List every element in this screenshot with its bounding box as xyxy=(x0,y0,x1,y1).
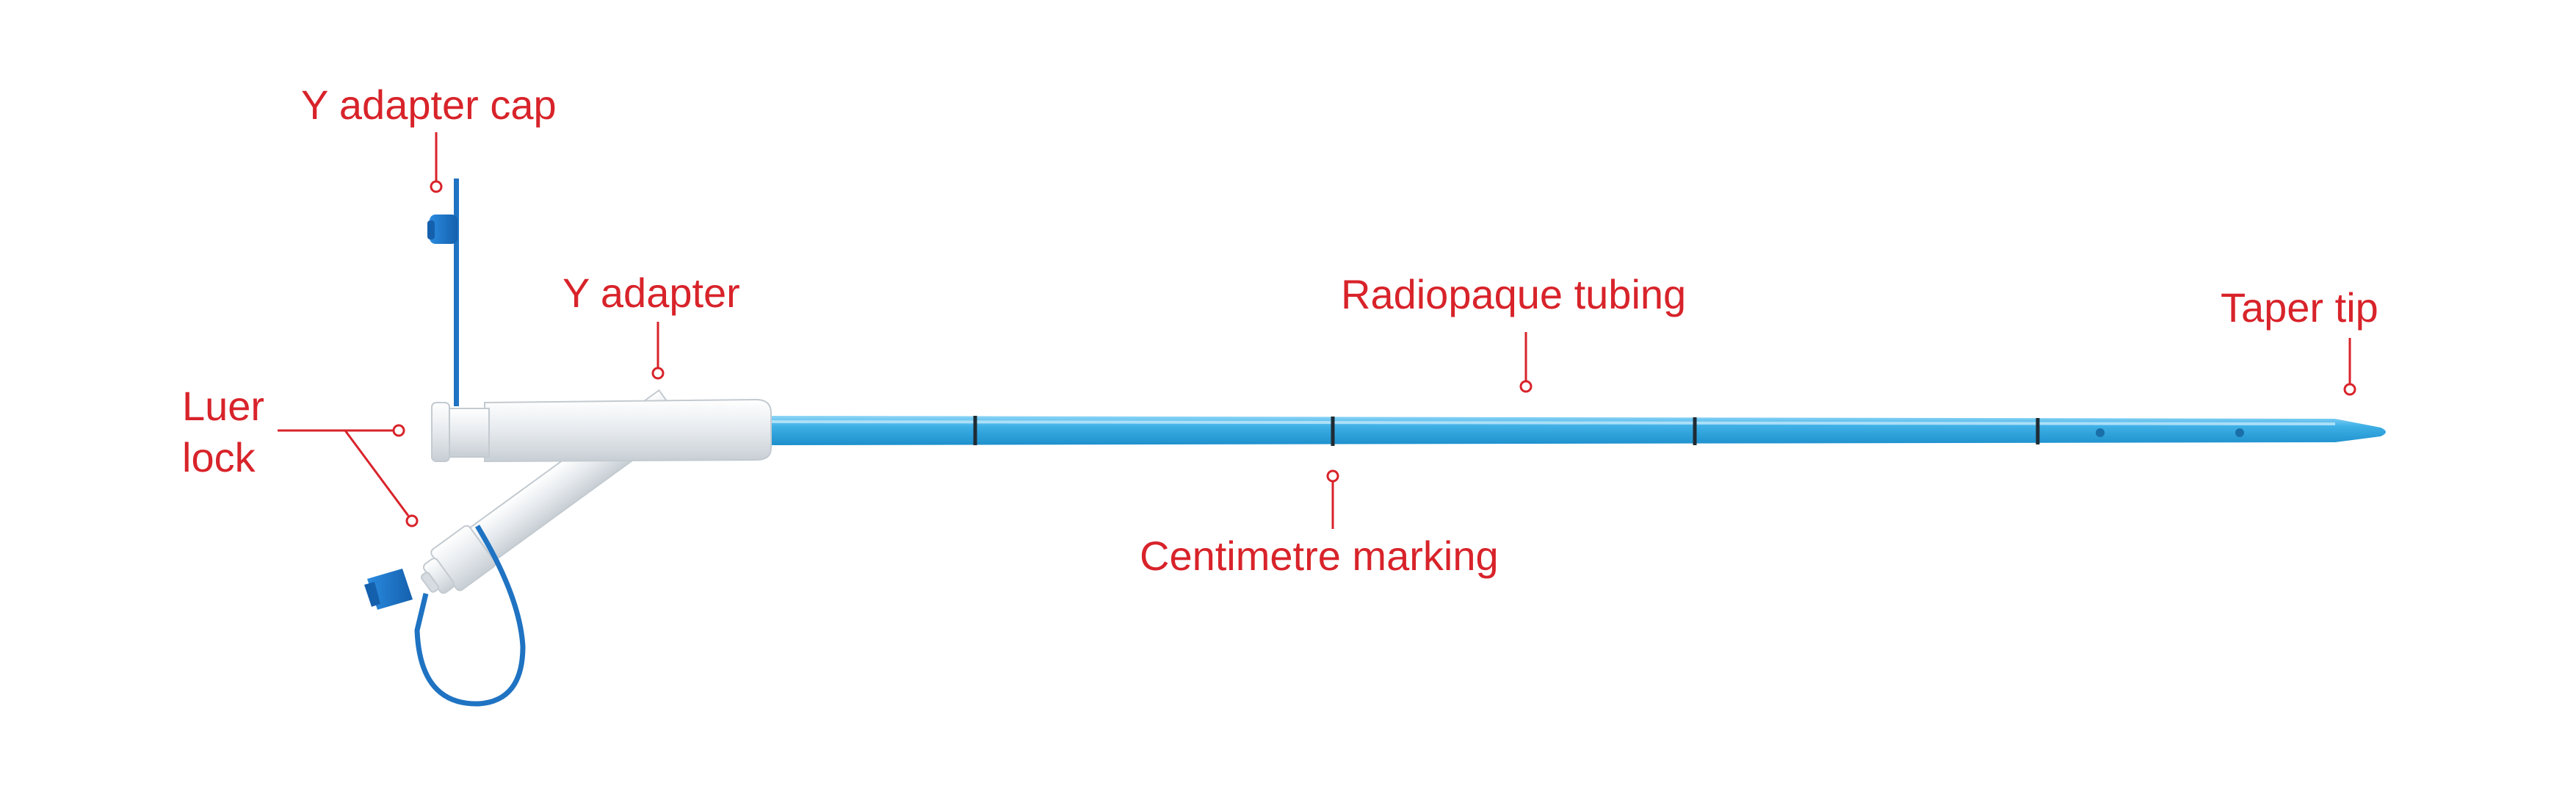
tip-side-hole xyxy=(2235,428,2244,437)
label-luer-lock-line2: lock xyxy=(182,434,256,480)
label-luer-lock-line1: Luer xyxy=(182,383,264,429)
callout-dot xyxy=(392,424,405,437)
label-centimetre-marking: Centimetre marking xyxy=(1140,533,1499,579)
callout-dot xyxy=(1326,469,1339,483)
y-adapter-cap xyxy=(427,179,459,406)
callout-dot xyxy=(430,180,443,193)
label-radiopaque-tubing: Radiopaque tubing xyxy=(1341,271,1686,317)
y-adapter-body xyxy=(431,398,772,463)
label-y-adapter-cap: Y adapter cap xyxy=(301,82,557,128)
callout-dot xyxy=(405,514,419,527)
tip-side-hole xyxy=(2096,428,2105,437)
luer-lock-cap xyxy=(364,525,526,707)
callout-dot xyxy=(1519,380,1533,393)
radiopaque-tubing xyxy=(770,416,2386,445)
label-y-adapter: Y adapter xyxy=(562,270,740,316)
callout-dot xyxy=(651,367,665,380)
callout-dot xyxy=(2343,383,2356,396)
label-taper-tip: Taper tip xyxy=(2221,284,2378,331)
